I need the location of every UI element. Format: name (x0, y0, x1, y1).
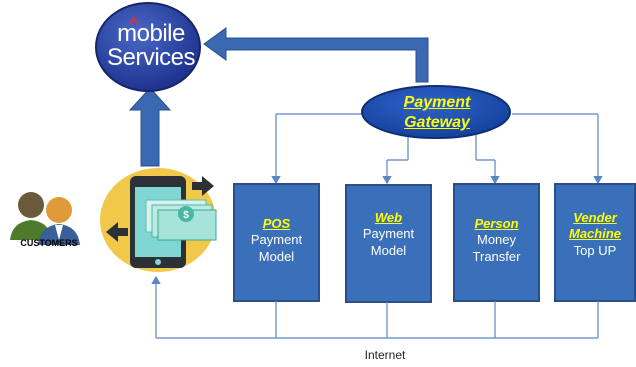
vender-text: Vender Machine Top UP (555, 210, 635, 259)
mobile-services-node (95, 2, 201, 92)
vender-line1: Top UP (573, 242, 617, 258)
web-text: Web Payment Model (346, 210, 431, 259)
person-box (453, 183, 540, 302)
person-line1: Money (476, 232, 517, 248)
person-text: Person Money Transfer (454, 216, 539, 265)
customers-label: CUSTOMERS (20, 238, 78, 248)
payment-gateway-node (361, 85, 511, 139)
payment-gateway-line2: Gateway (404, 114, 470, 131)
phone-icon: $ (99, 168, 217, 272)
mobile-logo-caret-icon (129, 16, 139, 25)
payment-gateway-line1: Payment (403, 94, 471, 111)
pos-text: POS Payment Model (234, 216, 319, 265)
person-line2: Transfer (472, 248, 521, 264)
vender-highlight1: Vender (573, 210, 617, 225)
web-line1: Payment (362, 226, 415, 242)
pos-line1: Payment (250, 232, 303, 248)
phone-arrow-right-icon (192, 176, 214, 196)
web-line2: Model (370, 242, 407, 258)
payment-gateway-title: Payment Gateway (362, 93, 512, 133)
phone-arrow-left-icon (106, 222, 128, 242)
gateway-connectors (271, 113, 603, 185)
mobile-services-title: mobile Services (96, 22, 206, 70)
cash-icon: $ (145, 199, 217, 241)
mobile-services-line2: Services (106, 44, 196, 71)
vender-box (554, 183, 636, 302)
pos-line2: Model (258, 248, 295, 264)
web-box (345, 184, 432, 303)
customers-icon (10, 192, 80, 245)
svg-text:$: $ (183, 210, 189, 221)
gateway-to-mobile-arrow (203, 27, 429, 83)
vender-highlight2: Machine (568, 226, 621, 242)
mobile-services-line1: mobile (117, 20, 185, 47)
internet-loop (151, 275, 599, 339)
person-highlight: Person (474, 216, 519, 231)
internet-label: Internet (364, 348, 406, 362)
pos-highlight: POS (262, 216, 291, 231)
phone-to-mobile-arrow (128, 87, 172, 167)
web-highlight: Web (374, 210, 403, 225)
